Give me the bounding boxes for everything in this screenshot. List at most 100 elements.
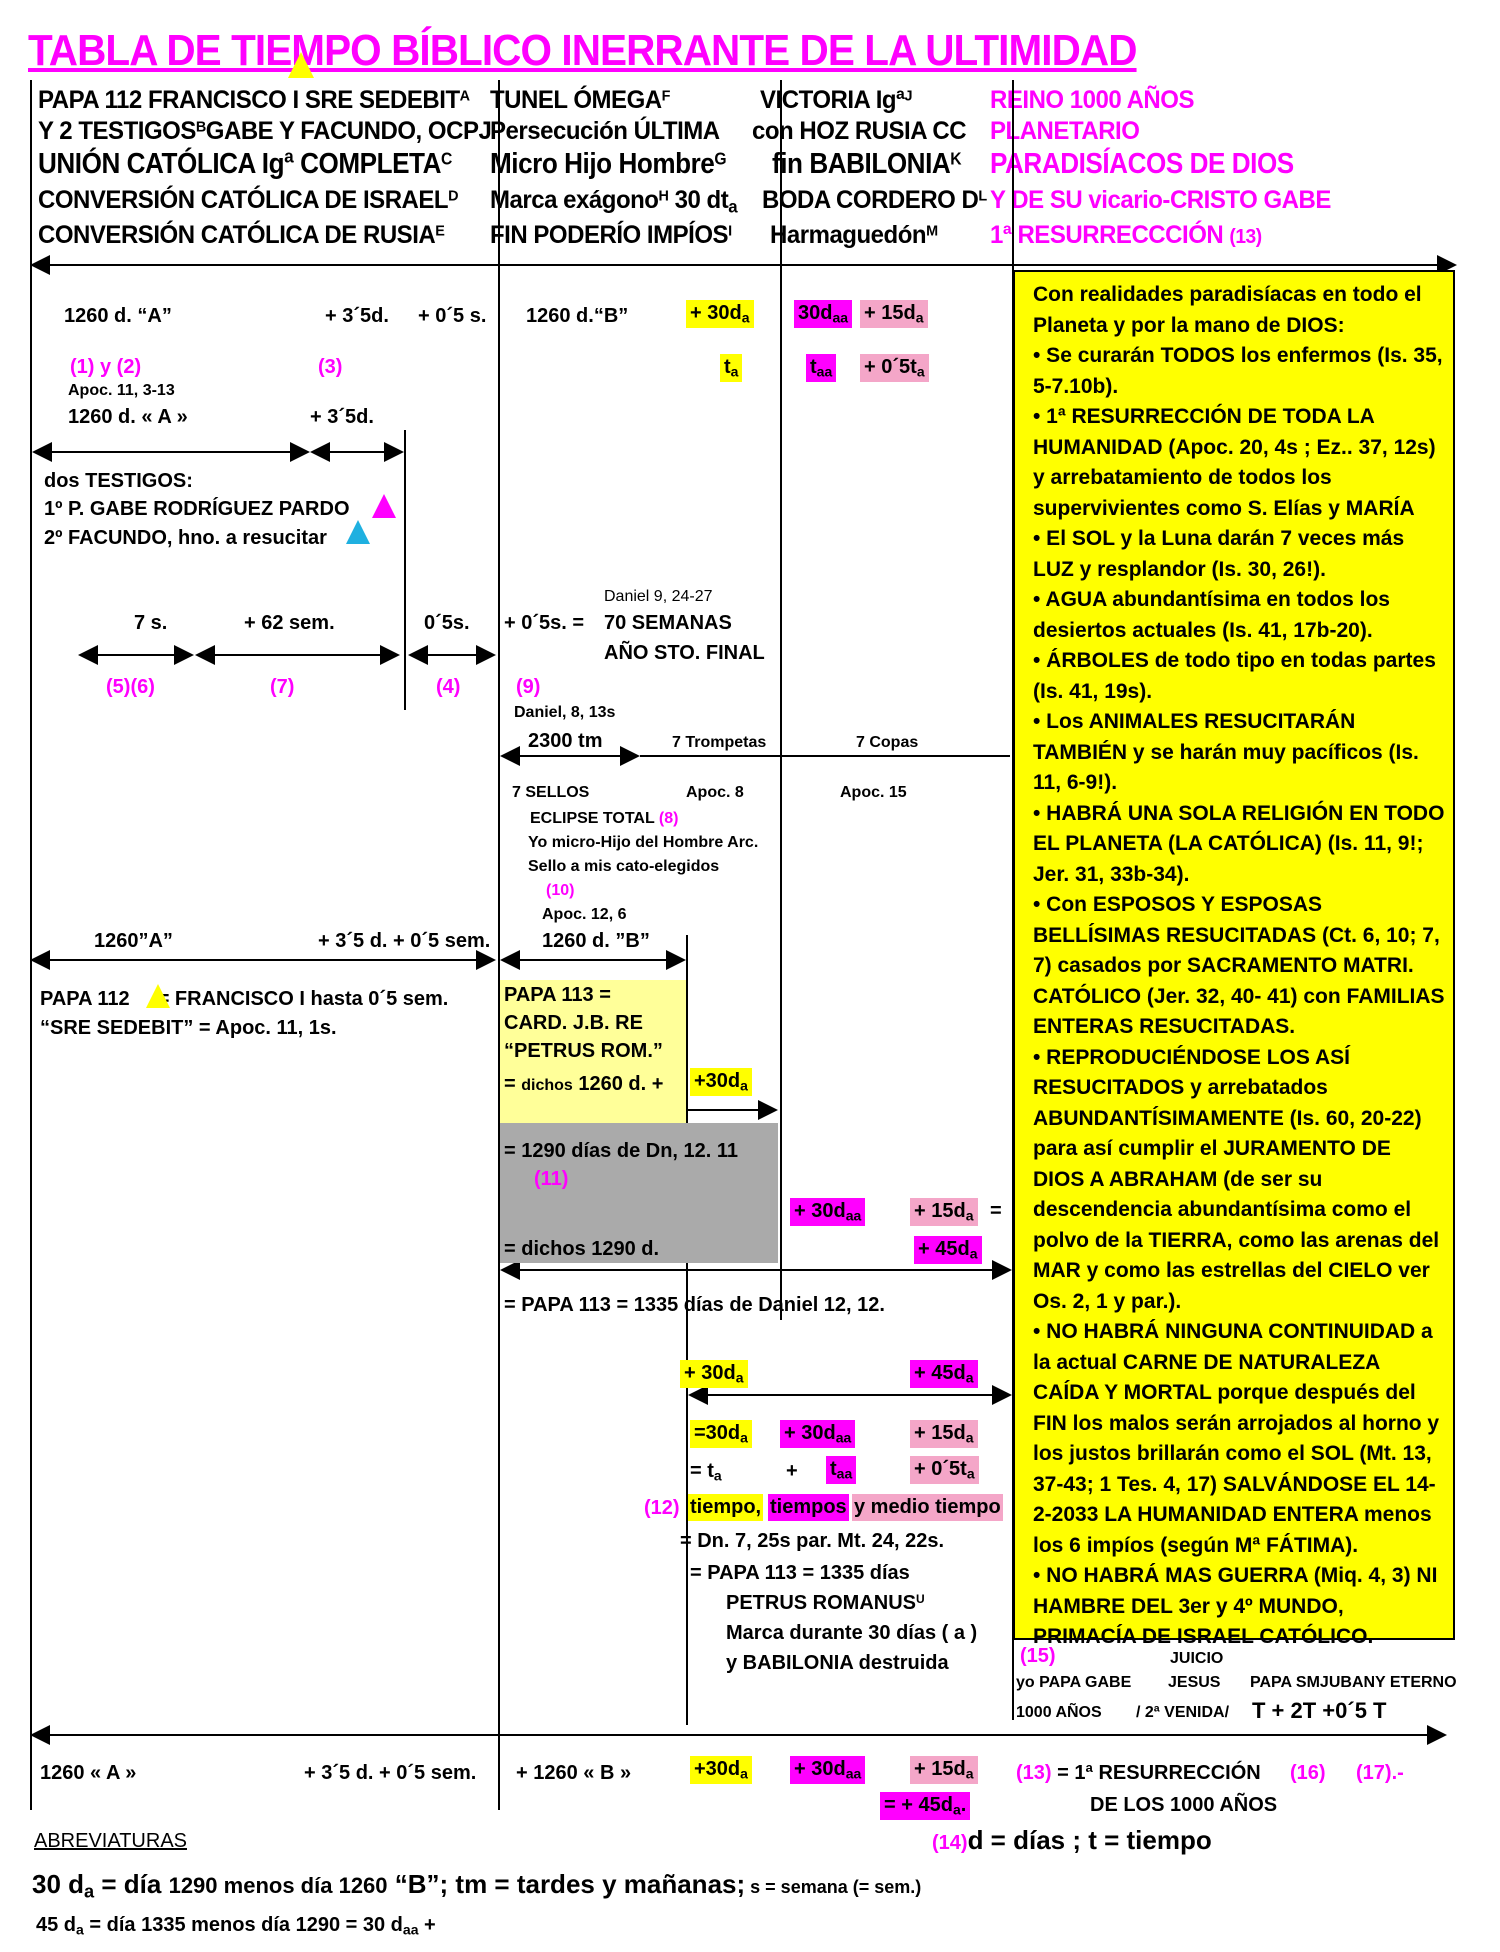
header-line: REINO 1000 AÑOS xyxy=(990,86,1194,114)
label-juicio: JUICIO xyxy=(1170,1650,1224,1667)
label-05s: + 0´5 s. xyxy=(418,305,487,327)
witness-2: 2º FACUNDO, hno. a resucitar xyxy=(44,527,327,549)
label-7-trompetas: 7 Trompetas xyxy=(672,734,767,751)
label-eclipse: ECLIPSE TOTAL (8) xyxy=(530,810,679,827)
label-micro: Yo micro-Hijo del Hombre Arc. xyxy=(528,834,759,851)
page-title: TABLA DE TIEMPO BÍBLICO INERRANTE DE LA … xyxy=(28,26,1137,75)
header-line: PLANETARIO xyxy=(990,117,1140,145)
bottom-35d: + 3´5 d. + 0´5 sem. xyxy=(304,1762,477,1784)
label-1260a: 1260 d. “A” xyxy=(64,305,172,327)
bottom-badge-30daa: + 30daa xyxy=(790,1756,866,1784)
ref-daniel9: Daniel 9, 24-27 xyxy=(604,588,713,605)
ref-11: (11) xyxy=(534,1168,569,1190)
header-line: Y 2 TESTIGOSBGABE Y FACUNDO, OCPJ xyxy=(38,117,492,145)
equals: = xyxy=(990,1200,1002,1222)
ref-apoc12: Apoc. 12, 6 xyxy=(542,906,627,923)
papa113-line: “PETRUS ROM.” xyxy=(504,1040,663,1062)
label-jesus: JESUS xyxy=(1168,1674,1221,1691)
triangle-yellow-icon xyxy=(288,52,314,78)
badge-45da-row4: + 45da xyxy=(910,1360,978,1388)
header-line: Persecución ÚLTIMA xyxy=(490,117,720,145)
label-eq-ta: = ta xyxy=(690,1460,722,1484)
label-dn7: = Dn. 7, 25s par. Mt. 24, 22s. xyxy=(680,1530,945,1552)
label-1335: = PAPA 113 = 1335 días de Daniel 12, 12. xyxy=(504,1294,885,1316)
ref-7: (7) xyxy=(270,676,295,698)
papa113-box xyxy=(500,980,686,1130)
abbreviations-title: ABREVIATURAS xyxy=(34,1830,187,1852)
gray-box-1290 xyxy=(500,1123,778,1263)
header-line: 1ª RESURRECCCIÓN (13) xyxy=(990,221,1262,249)
badge-30daa-row4: + 30daa xyxy=(780,1420,856,1448)
label-smjubany: PAPA SMJUBANY ETERNO xyxy=(1250,1674,1457,1691)
timeline-divider xyxy=(780,80,782,1320)
panel-line: • Con ESPOSOS Y ESPOSAS BELLÍSIMAS RESUC… xyxy=(1033,893,1445,1038)
badge-15da-row4: + 15da xyxy=(910,1420,978,1448)
timeline-divider xyxy=(404,430,406,710)
panel-line: • HABRÁ UNA SOLA RELIGIÓN EN TODO EL PLA… xyxy=(1033,801,1445,886)
panel-line: • NO HABRÁ MAS GUERRA (Miq. 4, 3) NI HAM… xyxy=(1033,1564,1438,1648)
ref-3: (3) xyxy=(318,356,343,378)
ref-apoc8: Apoc. 8 xyxy=(686,784,744,801)
ref-10: (10) xyxy=(546,882,575,899)
label-t2t: T + 2T +0´5 T xyxy=(1252,1698,1387,1723)
ref-9: (9) xyxy=(516,676,541,698)
header-line: FIN PODERÍO IMPÍOSI xyxy=(490,221,732,249)
label-35d: + 3´5d. xyxy=(325,305,389,327)
bottom-1260b: + 1260 « B » xyxy=(516,1762,632,1784)
papa113-line: PAPA 113 = xyxy=(504,984,611,1006)
header-line: HarmaguedónM xyxy=(770,221,938,249)
ref-16: (16) xyxy=(1290,1762,1326,1784)
badge-30da-row4: + 30da xyxy=(680,1360,748,1388)
badge-30da-eq: =30da xyxy=(690,1420,752,1448)
label-70-semanas: 70 SEMANAS xyxy=(604,612,732,634)
label-35d-05sem: + 3´5 d. + 0´5 sem. xyxy=(318,930,491,952)
papa113-1335: = PAPA 113 = 1335 días xyxy=(690,1562,910,1584)
label-papa-gabe: yo PAPA GABE xyxy=(1016,1674,1132,1691)
panel-line: • REPRODUCIÉNDOSE LOS ASÍ RESUCITADOS y … xyxy=(1033,1045,1440,1313)
papa113-line: CARD. J.B. RE xyxy=(504,1012,643,1034)
label-1260b-3: 1260 d. ”B” xyxy=(542,930,650,952)
ref-4: (4) xyxy=(436,676,461,698)
ref-5-6: (5)(6) xyxy=(106,676,155,698)
header-line: VICTORIA IgªJ xyxy=(760,86,912,114)
bottom-resurreccion: (13) = 1ª RESURRECCIÓN xyxy=(1016,1762,1261,1784)
label-plus05s: + 0´5s. = xyxy=(504,612,585,634)
sre-sedebit-line: “SRE SEDEBIT” = Apoc. 11, 1s. xyxy=(40,1017,337,1039)
badge-tiempos: tiempos xyxy=(768,1494,849,1521)
ref-12: (12) xyxy=(644,1497,680,1519)
ref-17: (17).- xyxy=(1356,1762,1404,1784)
header-line: Micro Hijo HombreG xyxy=(490,148,727,180)
label-2300tm: 2300 tm xyxy=(528,730,603,752)
marca-30-dias: Marca durante 30 días ( a ) xyxy=(726,1622,978,1644)
abbr-dias: (14)d = días ; t = tiempo xyxy=(932,1825,1212,1855)
label-7-copas: 7 Copas xyxy=(856,734,919,751)
bottom-1260a: 1260 « A » xyxy=(40,1762,137,1784)
header-line: PARADISÍACOS DE DIOS xyxy=(990,148,1294,180)
label-1260b: 1260 d.“B” xyxy=(526,305,629,327)
header-line: con HOZ RUSIA CC xyxy=(752,117,967,145)
ref-apoc15: Apoc. 15 xyxy=(840,784,907,801)
badge-30daa-row3: + 30daa xyxy=(790,1198,866,1226)
ref-1-2: (1) y (2) xyxy=(70,356,142,378)
label-7-sellos: 7 SELLOS xyxy=(512,784,590,801)
badge-15da-row3: + 15da xyxy=(910,1198,978,1226)
label-ano-sto: AÑO STO. FINAL xyxy=(604,642,765,664)
panel-line: • 1ª RESURRECCIÓN DE TODA LA HUMANIDAD (… xyxy=(1033,405,1436,520)
bottom-badge-45da: = + 45da. xyxy=(880,1792,971,1820)
badge-30da: + 30da xyxy=(686,300,754,328)
babilonia-destruida: y BABILONIA destruida xyxy=(726,1652,949,1674)
label-1290: = 1290 días de Dn, 12. 11 xyxy=(504,1140,739,1162)
timeline-divider xyxy=(498,80,500,1810)
badge-taa: taa xyxy=(806,354,837,382)
paradise-panel: Con realidades paradisíacas en todo el P… xyxy=(1013,270,1455,1648)
badge-30da-row3: +30da xyxy=(690,1068,752,1096)
label-1260a-3: 1260”A” xyxy=(94,930,173,952)
label-sello: Sello a mis cato-elegidos xyxy=(528,858,720,875)
panel-line: • ÁRBOLES de todo tipo en todas partes (… xyxy=(1033,649,1436,703)
badge-taa-row4: taa xyxy=(826,1456,857,1484)
panel-line: • AGUA abundantísima en todos los desier… xyxy=(1033,588,1390,642)
label-dichos-1290: = dichos 1290 d. xyxy=(504,1238,660,1260)
header-line: TUNEL ÓMEGAF xyxy=(490,86,670,114)
header-line: UNIÓN CATÓLICA Igª COMPLETAC xyxy=(38,148,452,180)
header-line: CONVERSIÓN CATÓLICA DE RUSIAE xyxy=(38,221,445,249)
